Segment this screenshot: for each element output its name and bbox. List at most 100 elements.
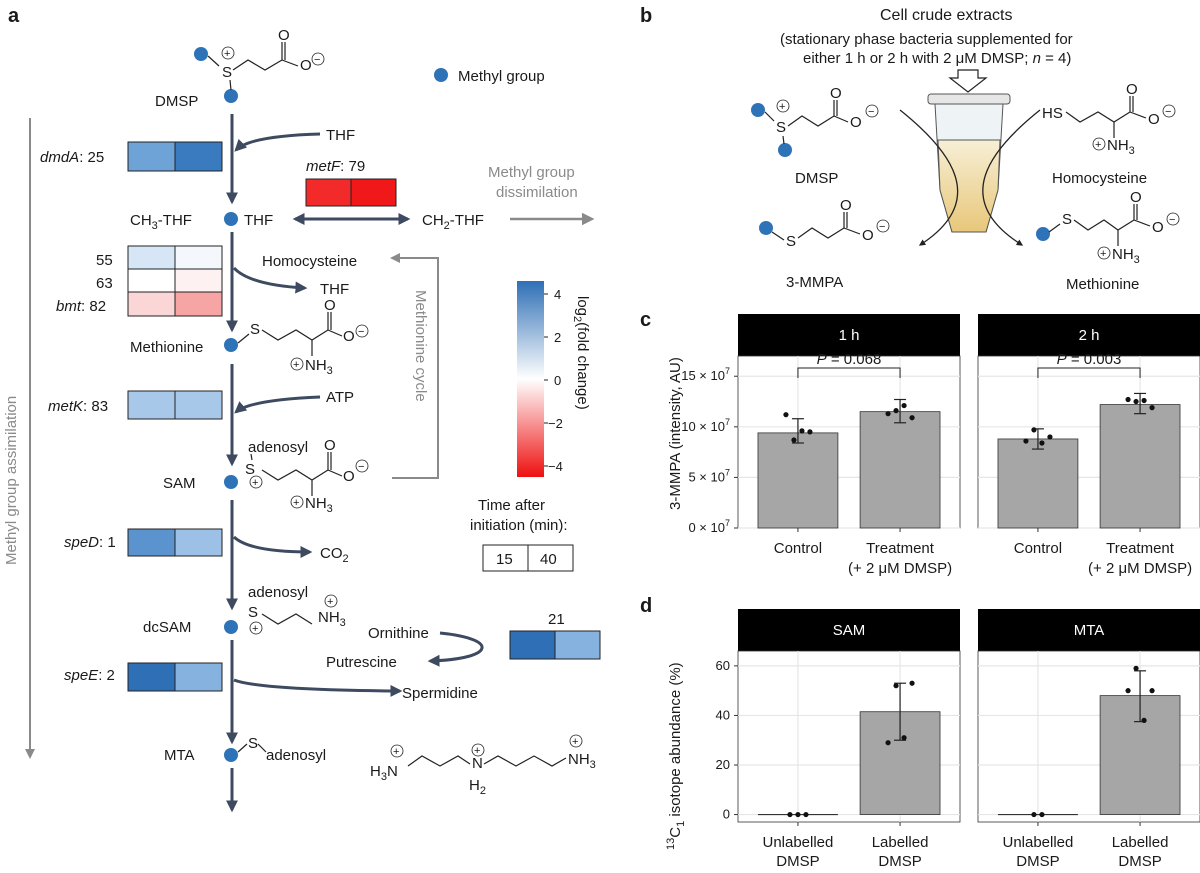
data-point: [803, 811, 809, 818]
methionine-cycle-label: Methionine cycle: [412, 290, 429, 402]
panel-a-letter: a: [8, 5, 20, 27]
svg-text:+: +: [252, 477, 258, 489]
svg-text:adenosyl: adenosyl: [266, 747, 326, 764]
data-point: [909, 680, 915, 686]
svg-text:O: O: [324, 437, 336, 454]
svg-text:+: +: [474, 745, 480, 757]
thf-label-3: THF: [320, 281, 349, 298]
svg-text:2: 2: [554, 330, 561, 345]
svg-text:−: −: [1169, 214, 1175, 226]
data-point: [1039, 440, 1045, 446]
svg-text:−: −: [1165, 106, 1171, 118]
panel-b-subtitle-1: (stationary phase bacteria supplemented …: [780, 31, 1073, 48]
data-point: [893, 408, 899, 414]
dmsp-label: DMSP: [155, 93, 198, 110]
bar: [997, 438, 1079, 529]
svg-text:+: +: [252, 623, 258, 635]
spermidine-label: Spermidine: [402, 685, 478, 702]
co2-label: CO2: [320, 545, 349, 565]
sam-label-a: SAM: [163, 475, 196, 492]
svg-text:21: 21: [548, 611, 565, 628]
data-point: [909, 415, 915, 421]
thf-label: THF: [326, 127, 355, 144]
svg-text:adenosyl: adenosyl: [248, 439, 308, 456]
data-point: [1031, 811, 1037, 818]
data-point: [885, 411, 891, 417]
gene-speE: speE: 2: [64, 662, 223, 692]
gene-metF: metF: 79: [305, 158, 397, 207]
svg-text:CO2: CO2: [320, 545, 349, 565]
svg-text:HS: HS: [1042, 105, 1063, 122]
x-tick-label: Labelled: [1112, 834, 1169, 851]
svg-text:O: O: [324, 297, 336, 314]
heatmap-cell-row63-1: [174, 268, 223, 293]
facet-label: SAM: [833, 622, 866, 639]
y-tick-label: 20: [716, 757, 730, 772]
svg-text:S: S: [222, 64, 232, 81]
homocysteine-label-b: Homocysteine: [1052, 170, 1147, 187]
data-point: [1125, 688, 1131, 694]
svg-text:NH3: NH3: [1107, 137, 1135, 157]
gene-dmdA: dmdA: 25: [40, 141, 223, 172]
panel-d-letter: d: [640, 595, 652, 617]
gene-speD: speD: 1: [64, 528, 223, 557]
data-point: [901, 735, 907, 741]
data-point: [901, 402, 907, 409]
x-tick-label: DMSP: [878, 853, 921, 870]
svg-text:NH3: NH3: [1112, 246, 1140, 266]
svg-text:O: O: [343, 468, 355, 485]
svg-text:NH3: NH3: [568, 751, 596, 771]
svg-text:O: O: [850, 114, 862, 131]
facet-label: 1 h: [839, 327, 860, 344]
significance-bracket: [797, 367, 901, 378]
heatmap-cell-row55-0: [127, 245, 176, 270]
heatmap-cell-dmdA-0: [127, 141, 176, 172]
svg-text:0: 0: [554, 373, 561, 388]
assimilation-label: Methyl group assimilation: [3, 396, 20, 565]
panel-c-letter: c: [640, 309, 651, 331]
sam-structure-a: adenosyl S + O O − + NH3: [224, 437, 369, 515]
x-tick-label: Control: [774, 540, 822, 557]
heatmap-cell-row21-0: [509, 630, 556, 660]
dmsp-structure-a: S + O O −: [194, 27, 325, 103]
svg-text:55: 55: [96, 252, 113, 269]
data-point: [783, 412, 789, 418]
svg-text:O: O: [830, 85, 842, 102]
y-tick-label: 0 × 107: [688, 518, 730, 535]
facet-strip: [738, 609, 960, 651]
svg-text:metK: 83: metK: 83: [48, 398, 108, 415]
svg-text:O: O: [862, 227, 874, 244]
x-tick-label: Unlabelled: [762, 834, 833, 851]
facet-strip: [978, 314, 1200, 356]
heatmap-cell-bmt-0: [127, 291, 176, 317]
svg-text:O: O: [1130, 189, 1142, 206]
data-point: [1149, 405, 1155, 411]
data-point: [1133, 398, 1139, 405]
heatmap-cell-metK-0: [127, 390, 176, 420]
heatmap-cell-speE-1: [174, 662, 223, 692]
svg-text:+: +: [224, 48, 230, 60]
x-tick-label: Unlabelled: [1002, 834, 1073, 851]
svg-text:speD: 1: speD: 1: [64, 534, 116, 551]
svg-text:+: +: [293, 497, 299, 509]
heatmap-cell-row21-1: [554, 630, 601, 660]
dissim-label-1: Methyl group: [488, 164, 575, 181]
svg-text:NH3: NH3: [305, 357, 333, 377]
data-point: [1149, 688, 1155, 694]
atp-label: ATP: [326, 389, 354, 406]
methyl-dot-ch3thf: [224, 212, 238, 226]
gene-metK: metK: 83: [48, 390, 223, 420]
ch3thf-label: CH3-THF: [130, 212, 192, 232]
methyl-legend-label: Methyl group: [458, 68, 545, 85]
methionine-label-a: Methionine: [130, 339, 203, 356]
tube-illustration: [899, 69, 1041, 246]
svg-text:H3N: H3N: [370, 763, 398, 783]
svg-text:+: +: [572, 736, 578, 748]
y-tick-label: 40: [716, 707, 730, 722]
facet-strip: [978, 609, 1200, 651]
panel-c-ylabel: 3-MMPA (intensity, AU): [667, 357, 684, 510]
homocysteine-label: Homocysteine: [262, 253, 357, 270]
heatmap-cell-speD-0: [127, 528, 176, 557]
heatmap-cell-row63-0: [127, 268, 176, 293]
svg-text:40: 40: [540, 551, 557, 568]
